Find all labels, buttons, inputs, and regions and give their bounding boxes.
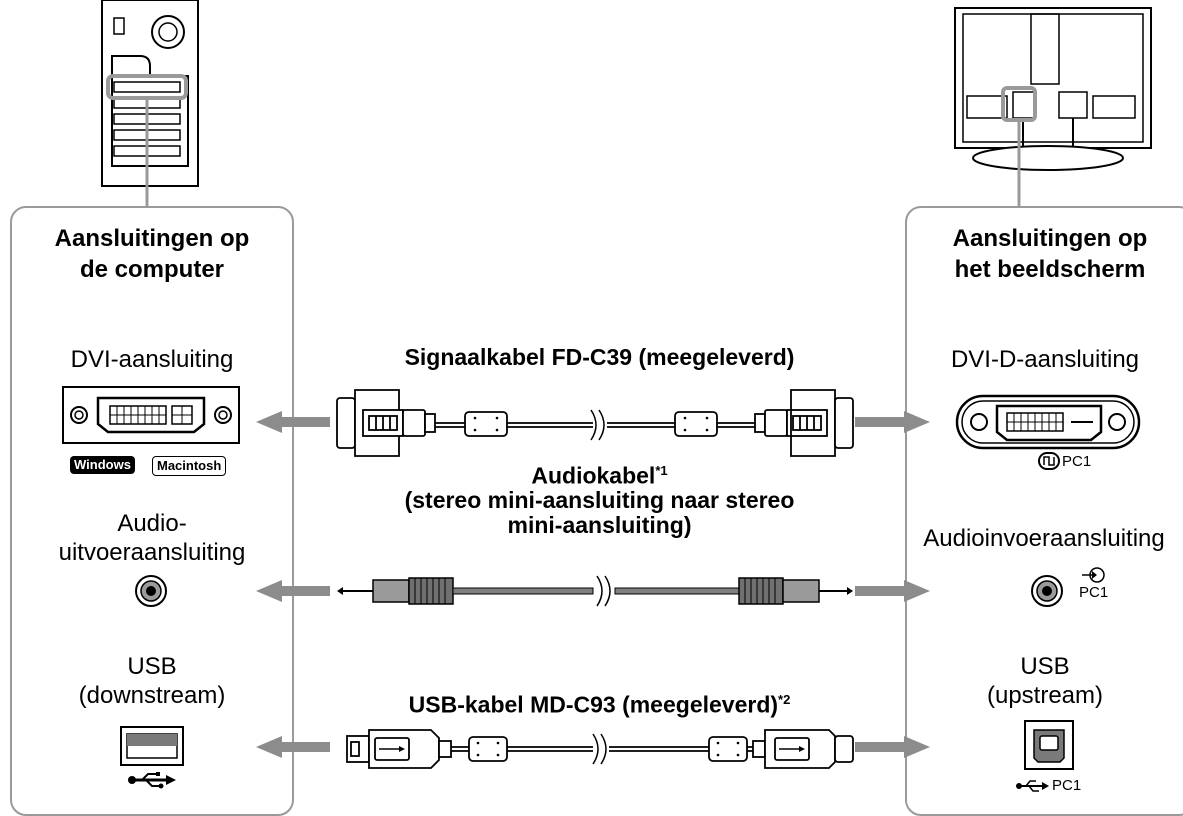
dvi-arrow-left <box>256 411 330 433</box>
usb-cable-caption: USB-kabel MD-C93 (meegeleverd)*2 <box>294 686 905 719</box>
audio-arrow-left <box>256 580 330 602</box>
usb-cable <box>346 729 854 769</box>
dvi-output-label: DVI-aansluiting <box>70 346 234 373</box>
audio-output-label-line2: uitvoeraansluiting <box>58 539 246 566</box>
macintosh-badge: Macintosh <box>152 456 227 476</box>
audio-cable-caption-line2: (stereo mini-aansluiting naar stereo <box>404 487 795 513</box>
dvi-signal-symbol-icon <box>1038 452 1060 470</box>
usb-cable-footnote: *2 <box>778 692 791 707</box>
usb-a-port-icon <box>120 726 184 766</box>
usb-upstream-label-line2: (upstream) <box>986 682 1104 709</box>
dvi-input-label: DVI-D-aansluiting <box>950 346 1140 373</box>
usb-arrow-left <box>256 736 330 758</box>
dvi-d-port-monitor-icon <box>955 394 1141 450</box>
usb-port-tag: PC1 <box>1052 777 1082 794</box>
right-panel-title-line2: het beeldscherm <box>954 256 1146 283</box>
signal-cable-caption: Signaalkabel FD-C39 (meegeleverd) <box>404 344 795 370</box>
dvi-signal-cable <box>336 389 854 457</box>
usb-downstream-label-line2: (downstream) <box>78 682 226 709</box>
windows-badge: Windows <box>70 456 135 474</box>
right-panel-title-line1: Aansluitingen op <box>952 225 1148 252</box>
monitor-back-illustration <box>954 7 1152 208</box>
monitor-connectors-panel <box>905 206 1183 816</box>
audio-output-label-line1: Audio- <box>117 510 187 537</box>
usb-downstream-label-line1: USB <box>127 653 177 680</box>
dvi-port-computer-icon <box>62 386 240 444</box>
audio-port-tag: PC1 <box>1079 584 1109 601</box>
dvi-arrow-right <box>855 411 930 433</box>
audio-input-jack-icon <box>1031 575 1063 607</box>
audio-cable-name: Audiokabel <box>531 462 656 489</box>
audio-cable-footnote: *1 <box>655 463 668 478</box>
dvi-port-tag: PC1 <box>1062 453 1092 470</box>
audio-output-jack-icon <box>135 575 167 607</box>
audio-cable-caption-line3: mini-aansluiting) <box>507 512 692 538</box>
usb-arrow-right <box>855 736 930 758</box>
usb-cable-name: USB-kabel MD-C93 (meegeleverd) <box>408 691 779 718</box>
audio-arrow-right <box>855 580 930 602</box>
computer-connectors-panel <box>10 206 294 816</box>
audio-input-symbol-icon <box>1082 567 1105 583</box>
usb-symbol-icon <box>128 772 176 789</box>
left-panel-title-line2: de computer <box>79 256 225 283</box>
usb-b-port-icon <box>1024 720 1074 770</box>
usb-upstream-label-line1: USB <box>1020 653 1070 680</box>
left-panel-title-line1: Aansluitingen op <box>54 225 250 252</box>
computer-tower-illustration <box>101 0 199 206</box>
usb-upstream-symbol-icon <box>1016 780 1049 792</box>
audio-cable-caption-line1: Audiokabel*1 <box>294 457 905 490</box>
audio-input-label: Audioinvoeraansluiting <box>923 525 1165 552</box>
audio-cable <box>337 575 853 607</box>
